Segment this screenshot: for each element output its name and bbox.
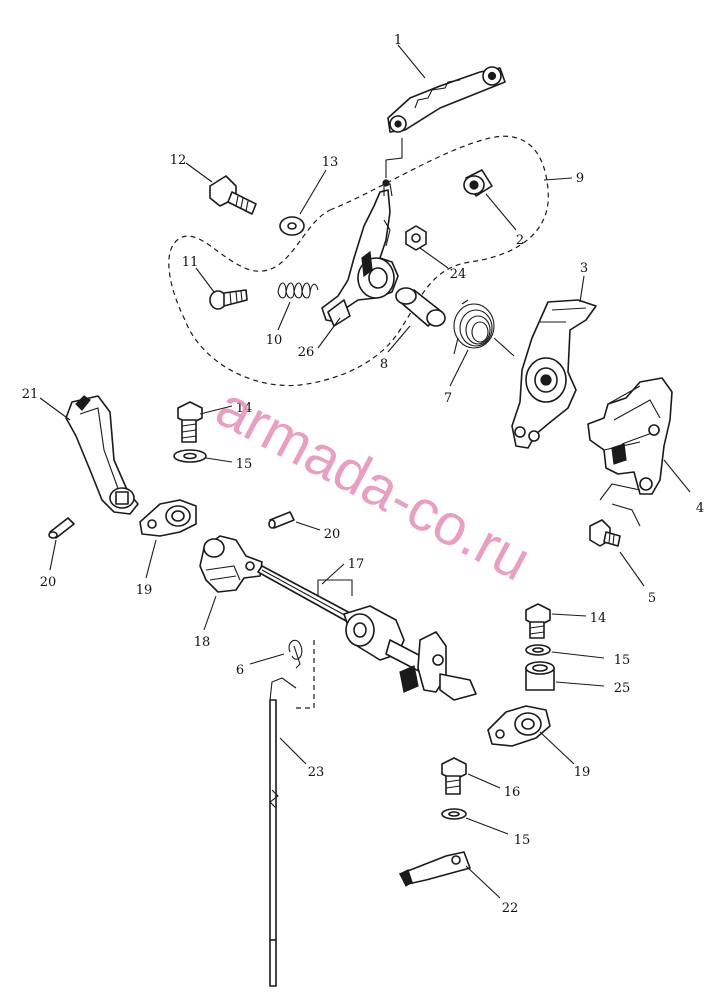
callout-19a: 19 — [136, 583, 153, 598]
part-23-rod — [269, 677, 297, 987]
callout-24: 24 — [450, 267, 467, 282]
leader-15c — [465, 817, 509, 835]
callout-16: 16 — [504, 785, 521, 800]
part-15c-washer — [441, 808, 467, 820]
leader-4 — [663, 459, 691, 493]
leader-24 — [419, 247, 449, 269]
leader-20b — [295, 521, 321, 531]
leader-13 — [299, 169, 327, 215]
leader-2 — [485, 193, 517, 231]
callout-15a: 15 — [236, 457, 253, 472]
part-19b-clamp — [487, 705, 551, 747]
leader-16 — [467, 773, 501, 789]
callout-15c: 15 — [514, 833, 531, 848]
part-6-clip — [288, 639, 303, 669]
leader-15b — [551, 651, 605, 659]
part-10-spring — [277, 282, 319, 299]
leader-11 — [195, 267, 215, 293]
part-5-bolt — [589, 519, 621, 547]
leader-18 — [203, 595, 217, 631]
callout-6: 6 — [236, 663, 244, 678]
callout-23: 23 — [308, 765, 325, 780]
part-1-link-lever — [387, 66, 506, 133]
part-25-bushing — [525, 661, 555, 691]
callout-3: 3 — [580, 261, 588, 276]
callout-17: 17 — [348, 557, 365, 572]
callout-22: 22 — [502, 901, 519, 916]
callout-4: 4 — [696, 501, 704, 516]
leader-19b — [539, 731, 575, 765]
callout-7: 7 — [444, 391, 452, 406]
callout-26: 26 — [298, 345, 315, 360]
leader-22 — [465, 865, 501, 899]
part-11-screw — [209, 289, 248, 310]
callout-9: 9 — [576, 171, 584, 186]
part-24-nut — [405, 225, 427, 251]
callout-15b: 15 — [614, 653, 631, 668]
part-12-bolt — [209, 175, 257, 215]
callout-21: 21 — [22, 387, 39, 402]
leader-19a — [145, 539, 157, 579]
part-19a-clamp — [139, 499, 197, 537]
callout-12: 12 — [170, 153, 187, 168]
callout-19b: 19 — [574, 765, 591, 780]
leader-3 — [579, 275, 585, 303]
part-20a-pin — [48, 517, 75, 539]
callout-18: 18 — [194, 635, 211, 650]
part-15a-washer — [173, 449, 207, 463]
leader-25 — [555, 681, 605, 687]
part-13-washer — [279, 216, 305, 236]
assembly-9-outline — [168, 135, 549, 387]
leader-14b — [551, 613, 587, 617]
callout-25: 25 — [614, 681, 631, 696]
leader-20a — [49, 539, 57, 571]
leader-4-bracket — [599, 483, 641, 527]
rod-guide-line — [294, 640, 315, 709]
part-15b-washer — [525, 644, 551, 656]
part-26-cam — [321, 179, 399, 327]
leader-6 — [249, 653, 285, 665]
callout-20b: 20 — [324, 527, 341, 542]
leader-26 — [317, 317, 341, 349]
leader-23 — [279, 737, 307, 765]
part-14a-bolt — [177, 401, 203, 443]
part-20b-pin — [268, 511, 295, 529]
part-8-sleeve — [395, 287, 446, 327]
part-16-bolt — [441, 757, 467, 795]
callout-10: 10 — [266, 333, 283, 348]
part-4-bracket — [587, 377, 673, 495]
part-3-lever-plate — [511, 299, 597, 449]
callout-2: 2 — [516, 233, 524, 248]
callout-5: 5 — [648, 591, 656, 606]
leader-7 — [449, 349, 469, 387]
leader-5 — [619, 551, 645, 587]
leader-14a — [199, 405, 233, 415]
leader-9 — [543, 177, 573, 181]
leader-1 — [397, 44, 426, 79]
leader-1-down — [385, 138, 403, 178]
leader-10 — [277, 301, 291, 331]
leader-8 — [387, 325, 411, 353]
callout-14a: 14 — [236, 401, 253, 416]
callout-20a: 20 — [40, 575, 57, 590]
leader-15a — [205, 457, 233, 463]
callout-13: 13 — [322, 155, 339, 170]
callout-14b: 14 — [590, 611, 607, 626]
callout-11: 11 — [182, 255, 199, 270]
part-7-spring — [453, 299, 515, 357]
callout-1: 1 — [394, 33, 402, 48]
part-17-shaft — [257, 565, 477, 701]
callout-8: 8 — [380, 357, 388, 372]
part-14b-bolt — [525, 603, 551, 639]
part-2-bushing — [463, 169, 493, 197]
part-21-arm — [65, 395, 139, 515]
leader-21 — [39, 397, 71, 421]
leader-17 — [321, 563, 345, 585]
leader-12 — [185, 162, 213, 183]
part-18-lever-block — [199, 535, 263, 593]
part-22-plate — [399, 851, 471, 887]
